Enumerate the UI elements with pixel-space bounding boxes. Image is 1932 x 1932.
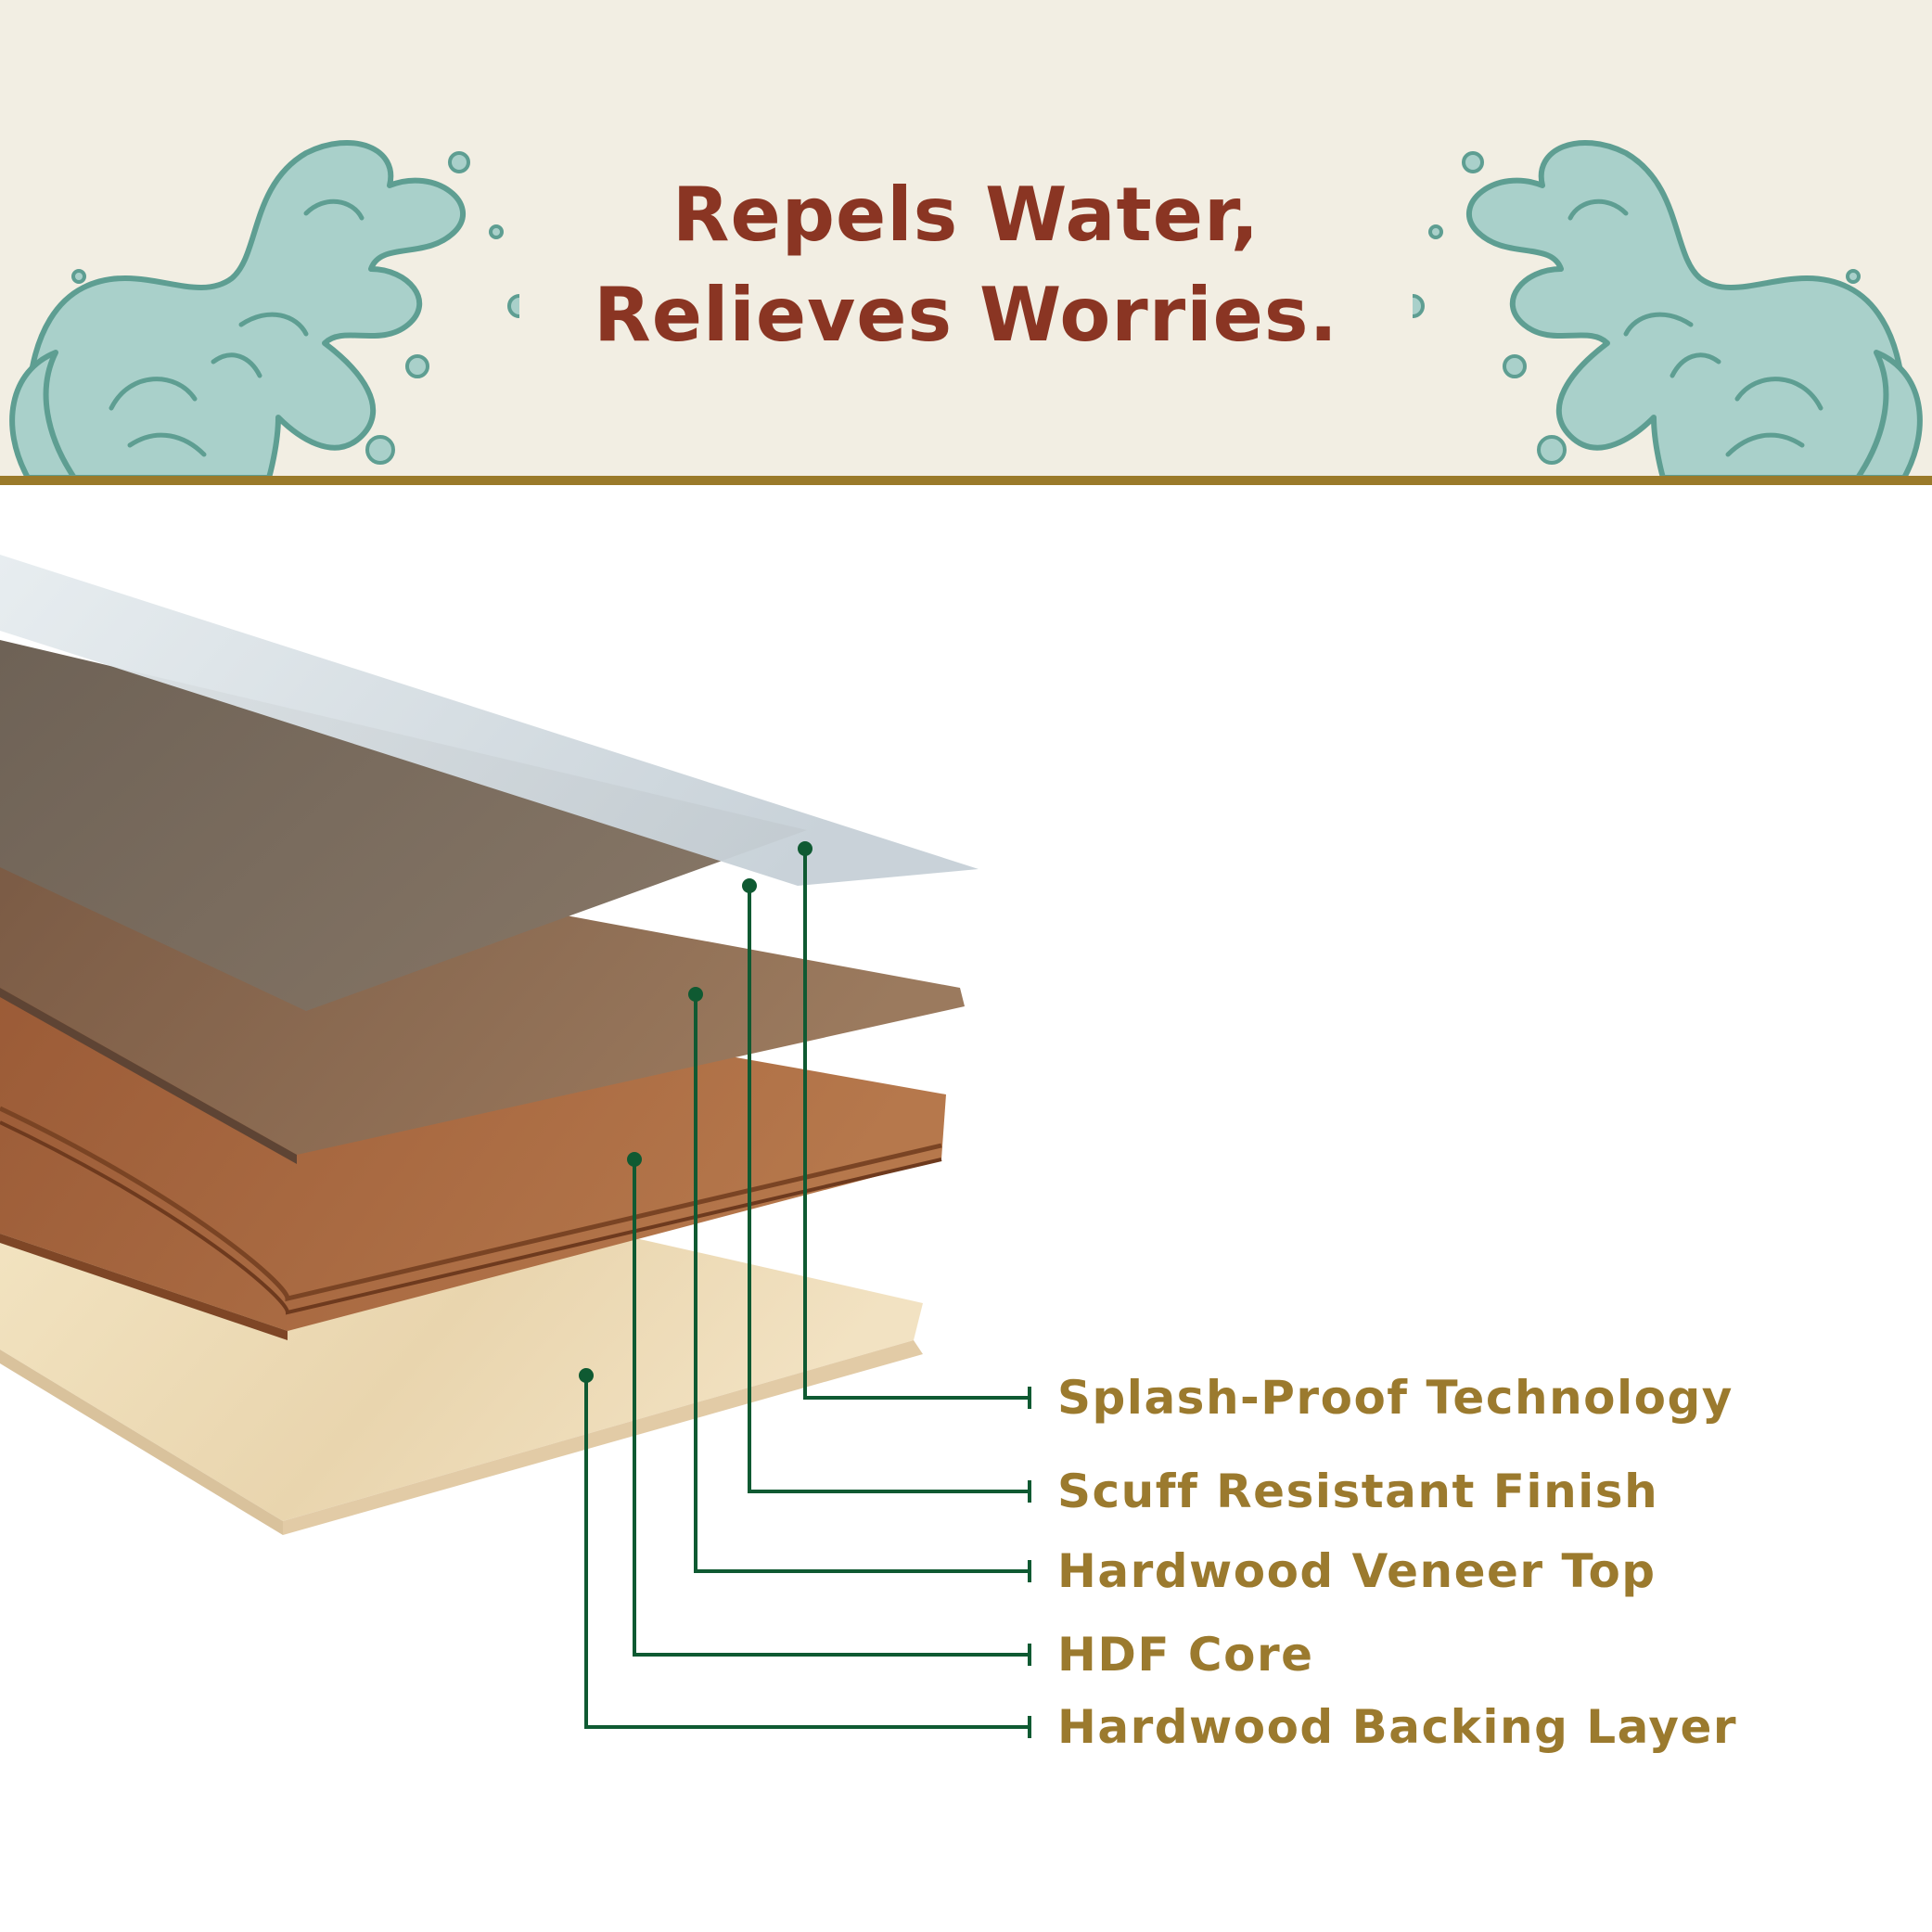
water-splash-icon [1413, 139, 1923, 476]
water-splash-icon [9, 139, 519, 476]
label-hardwood-veneer-top: Hardwood Veneer Top [1057, 1544, 1657, 1598]
headline-line-2: Relieves Worries. [594, 272, 1338, 358]
leader-dot-splash-proof [798, 841, 812, 856]
leader-dot-hdf [627, 1152, 642, 1167]
leader-dot-backing [579, 1368, 594, 1383]
layer-scuff-finish [0, 640, 807, 1011]
label-hdf-core: HDF Core [1057, 1628, 1314, 1682]
layer-splash-proof [0, 555, 979, 886]
leader-dot-scuff-finish [742, 878, 757, 893]
leader-line-splash-proof [803, 849, 1030, 1400]
leader-line-hdf [633, 1159, 1030, 1657]
leader-line-veneer [694, 994, 1030, 1573]
header-banner: Repels Water, Relieves Worries. [0, 0, 1932, 476]
label-scuff-resistant-finish: Scuff Resistant Finish [1057, 1465, 1659, 1518]
leader-dot-veneer [688, 987, 703, 1002]
leader-line-backing [584, 1375, 1030, 1729]
banner-divider [0, 476, 1932, 485]
flooring-layers-diagram [0, 555, 1031, 1738]
leader-line-scuff-finish [748, 886, 1030, 1493]
headline-line-1: Repels Water, [672, 172, 1260, 258]
label-hardwood-backing-layer: Hardwood Backing Layer [1057, 1700, 1738, 1754]
label-splash-proof-technology: Splash-Proof Technology [1057, 1371, 1734, 1425]
